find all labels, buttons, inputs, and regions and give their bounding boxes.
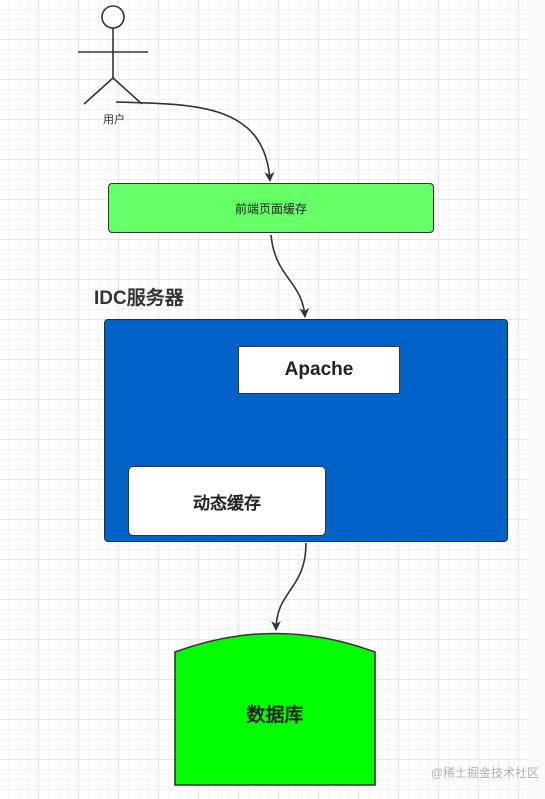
edge-user-to-frontend (115, 101, 275, 182)
watermark: @稀土掘金技术社区 (430, 766, 539, 780)
apache-label: Apache (284, 359, 354, 380)
user-label: 用户 (103, 114, 125, 126)
database-label: 数据库 (246, 705, 304, 726)
dynamic-cache-node[interactable]: 动态缓存 (128, 466, 326, 536)
edge-idc-to-database (271, 542, 307, 631)
frontend-cache-label: 前端页面缓存 (234, 201, 307, 216)
apache-node[interactable]: Apache (238, 346, 400, 394)
frontend-cache-node[interactable]: 前端页面缓存 (108, 183, 434, 233)
idc-server-title: IDC服务器 (94, 288, 184, 309)
user-actor-icon[interactable] (78, 5, 148, 105)
dynamic-cache-label: 动态缓存 (193, 493, 261, 513)
canvas-margin (527, 0, 545, 799)
database-node-shape[interactable] (174, 632, 376, 786)
edge-frontend-to-idc (270, 234, 310, 318)
